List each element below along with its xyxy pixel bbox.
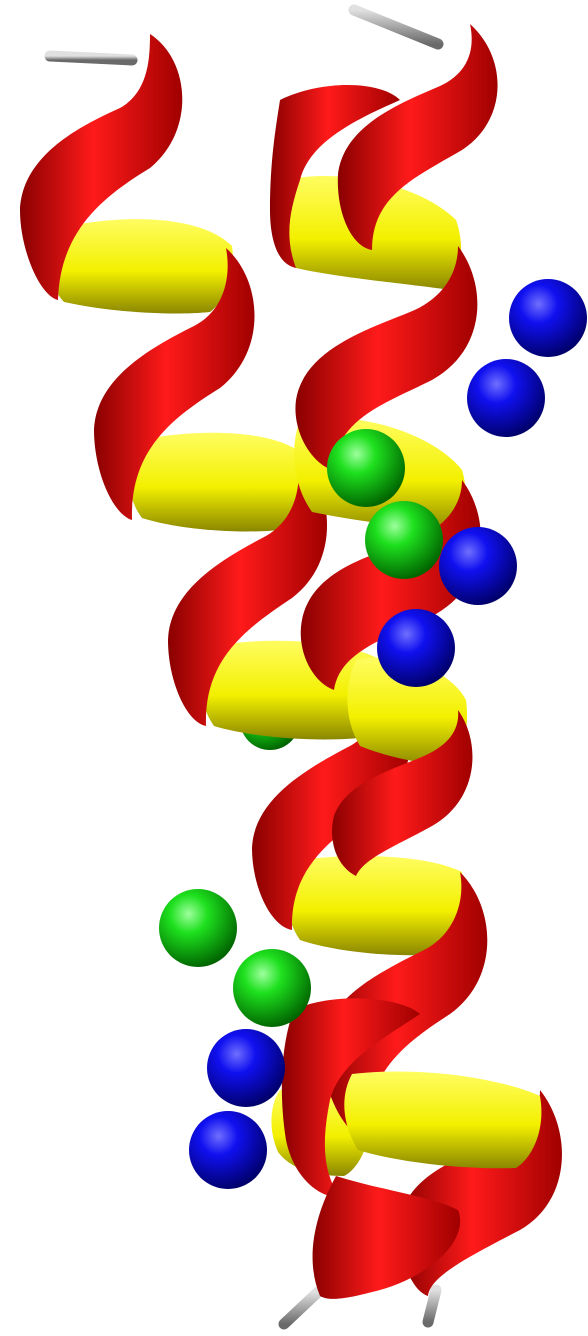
atom-blue [377, 609, 455, 687]
atom-green [365, 501, 443, 579]
atom-blue [467, 359, 545, 437]
atom-blue [439, 527, 517, 605]
coil-stub-top-left [50, 56, 132, 60]
ribbon-back-face [344, 1071, 541, 1168]
atom-green [233, 949, 311, 1027]
atom-blue [189, 1111, 267, 1189]
atom-green [327, 429, 405, 507]
atom-blue [509, 279, 587, 357]
atom-blue [207, 1029, 285, 1107]
ribbon-back-face [129, 433, 302, 532]
coil-stub-top-right [354, 10, 438, 44]
coil-stub-bottom-right [428, 1290, 436, 1322]
coil-stub-bottom-left [284, 1292, 318, 1324]
ribbon-back-face [287, 856, 463, 955]
atom-green [159, 889, 237, 967]
